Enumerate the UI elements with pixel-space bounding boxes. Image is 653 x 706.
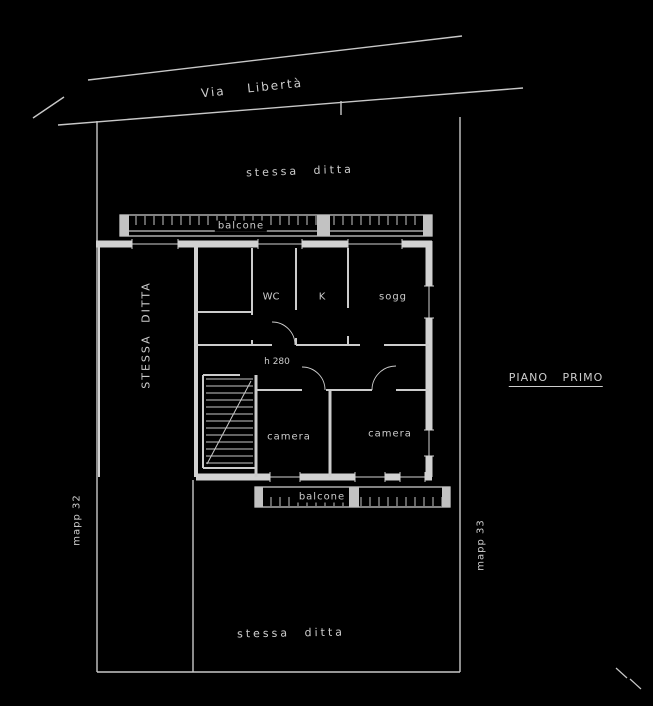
parcel-number-left-label: mapp 32 (71, 494, 83, 546)
staircase (206, 378, 253, 466)
room-label-wc: WC (262, 291, 280, 303)
room-label-kitchen: K (318, 291, 326, 303)
floor-title-label: PIANO PRIMO (508, 371, 604, 387)
street-lines (32, 35, 524, 126)
parcel-left-label: STESSA DITTA (139, 281, 153, 389)
parcel-number-right-label: mapp 33 (475, 519, 487, 571)
interior-walls (196, 248, 429, 477)
balcony-top-label: balcone (214, 220, 268, 232)
balcony-bottom-drawing (254, 486, 451, 508)
parcel-bottom-label: stessa ditta (236, 625, 346, 641)
survey-tick-marks (615, 667, 642, 690)
balcony-bottom-label: balcone (295, 491, 349, 503)
room-label-bedroom-1: camera (265, 431, 313, 443)
ceiling-height-label: h 280 (262, 357, 292, 367)
room-label-bedroom-2: camera (366, 428, 414, 440)
balcony-top-drawing (119, 214, 433, 237)
parcel-boundary-lines (96, 117, 461, 673)
room-label-living: sogg (378, 291, 408, 303)
exterior-walls (96, 239, 434, 482)
